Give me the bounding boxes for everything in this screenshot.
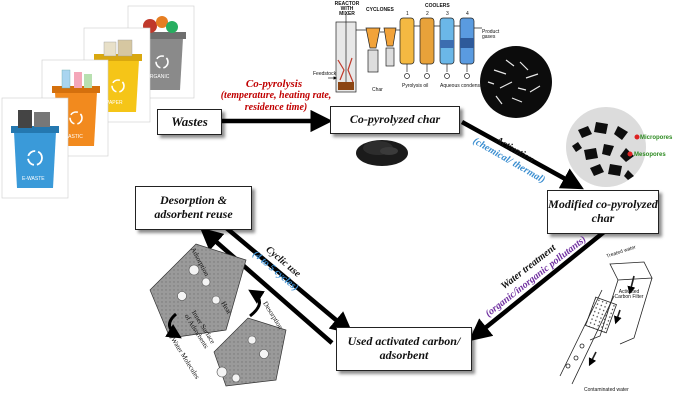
cooler-number-4: 4 bbox=[466, 11, 469, 17]
sem-micrograph-activated bbox=[566, 107, 646, 187]
arrow-modified-to-used bbox=[468, 230, 606, 342]
label-copyrolysis-params: (temperature, heating rate, residence ti… bbox=[220, 90, 332, 113]
mesopores-label: Mesopores bbox=[634, 152, 666, 158]
label-copyrolysis-title: Co-pyrolysis bbox=[245, 78, 303, 90]
contaminated-water-label: Contaminated water bbox=[584, 387, 629, 393]
feedstock-label: Feedstock bbox=[313, 71, 337, 77]
bin-label-paper: PAPER bbox=[106, 100, 123, 106]
adsorption-desorption-illustration bbox=[149, 243, 287, 387]
box-wastes: Wastes bbox=[157, 109, 222, 135]
reactor-label: REACTOR WITH MIXER bbox=[334, 1, 360, 17]
cyclones-label: CYCLONES bbox=[366, 7, 394, 13]
product-gases-label: Product gases bbox=[482, 29, 500, 40]
micropores-label: Micropores bbox=[640, 135, 673, 141]
pyrolysis-oil-label: Pyrolysis oil bbox=[402, 83, 429, 89]
cooler-number-1: 1 bbox=[406, 11, 409, 17]
label-copyrolysis: Co-pyrolysis bbox=[224, 78, 324, 91]
char-powder-pile bbox=[356, 140, 408, 166]
bin-label-organic: ORGANIC bbox=[146, 74, 170, 80]
box-modified-char: Modified co-pyrolyzed char bbox=[547, 190, 659, 234]
char-output-label: Char bbox=[372, 87, 383, 93]
carbon-filter-illustration bbox=[559, 261, 653, 385]
waste-bins bbox=[1, 5, 195, 199]
arrow-desorption-to-used bbox=[222, 224, 354, 335]
bin-label-plastic: PLASTIC bbox=[62, 134, 83, 140]
arrow-used-to-desorption bbox=[199, 227, 334, 345]
activated-carbon-filter-label: Activated Carbon Filter bbox=[614, 289, 644, 300]
sem-micrograph-raw bbox=[480, 46, 552, 118]
bin-label-ewaste: E-WASTE bbox=[22, 176, 45, 182]
box-used-activated-carbon: Used activated carbon/ adsorbent bbox=[336, 327, 472, 371]
pyrolysis-reactor-schematic bbox=[328, 14, 482, 93]
cooler-number-3: 3 bbox=[446, 11, 449, 17]
cooler-number-2: 2 bbox=[426, 11, 429, 17]
box-desorption-reuse: Desorption & adsorbent reuse bbox=[135, 186, 252, 230]
box-copyrolyzed-char: Co-pyrolyzed char bbox=[330, 106, 460, 134]
arrow-char-to-modified bbox=[460, 120, 584, 190]
coolers-label: COOLERS bbox=[425, 3, 450, 9]
aqueous-condensate-label: Aqueous condensate bbox=[440, 83, 487, 89]
